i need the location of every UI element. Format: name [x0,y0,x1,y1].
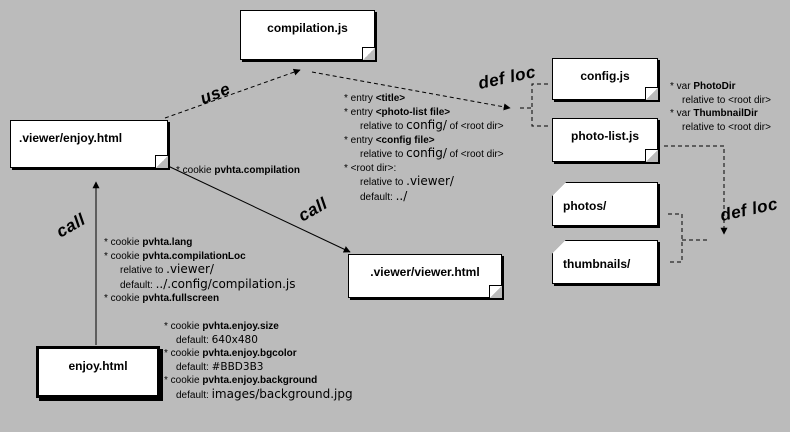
cookies-size-note: * cookie pvhta.enjoy.size default: 640x4… [164,321,353,401]
folder-tab [552,182,566,196]
page-curl [362,47,375,60]
photo-list-js-title: photo-list.js [571,129,639,143]
cookie-compilation-note: * cookie pvhta.compilation [176,165,300,176]
compilation-js-node: compilation.js [240,10,375,60]
photo-list-to-folders-arrow [664,145,728,235]
viewer-enjoy-node: .viewer/enjoy.html [10,120,168,168]
page-curl [645,149,658,162]
config-vars-note: * var PhotoDir relative to <root dir> * … [670,81,771,133]
compilation-js-title: compilation.js [267,21,348,35]
thumbnails-folder-title: thumbnails/ [563,257,631,271]
viewer-viewer-node: .viewer/viewer.html [348,254,502,298]
viewer-viewer-title: .viewer/viewer.html [370,265,480,279]
def-loc-bracket-top [531,83,548,127]
config-js-title: config.js [580,69,630,83]
config-js-node: config.js [552,58,658,100]
page-curl [155,155,168,168]
def-loc-bracket-bottom [668,213,683,263]
enjoy-html-node: enjoy.html [36,346,160,398]
compilation-to-config-arrow [311,71,511,111]
enjoy-html-title: enjoy.html [68,359,128,373]
cookies-enjoy-note: * cookie pvhta.lang * cookie pvhta.compi… [104,237,296,304]
thumbnails-folder-node: thumbnails/ [552,240,658,284]
viewer-enjoy-title: .viewer/enjoy.html [19,131,123,145]
page-curl [645,87,658,100]
folder-tab [552,240,566,254]
photos-folder-title: photos/ [563,199,607,213]
compilation-entries-note: * entry <title> * entry <photo-list file… [344,93,504,203]
photo-list-js-node: photo-list.js [552,118,658,162]
photos-folder-node: photos/ [552,182,658,226]
page-curl [489,285,502,298]
use-arrow [164,68,301,119]
call-arrow-viewer [167,165,351,253]
